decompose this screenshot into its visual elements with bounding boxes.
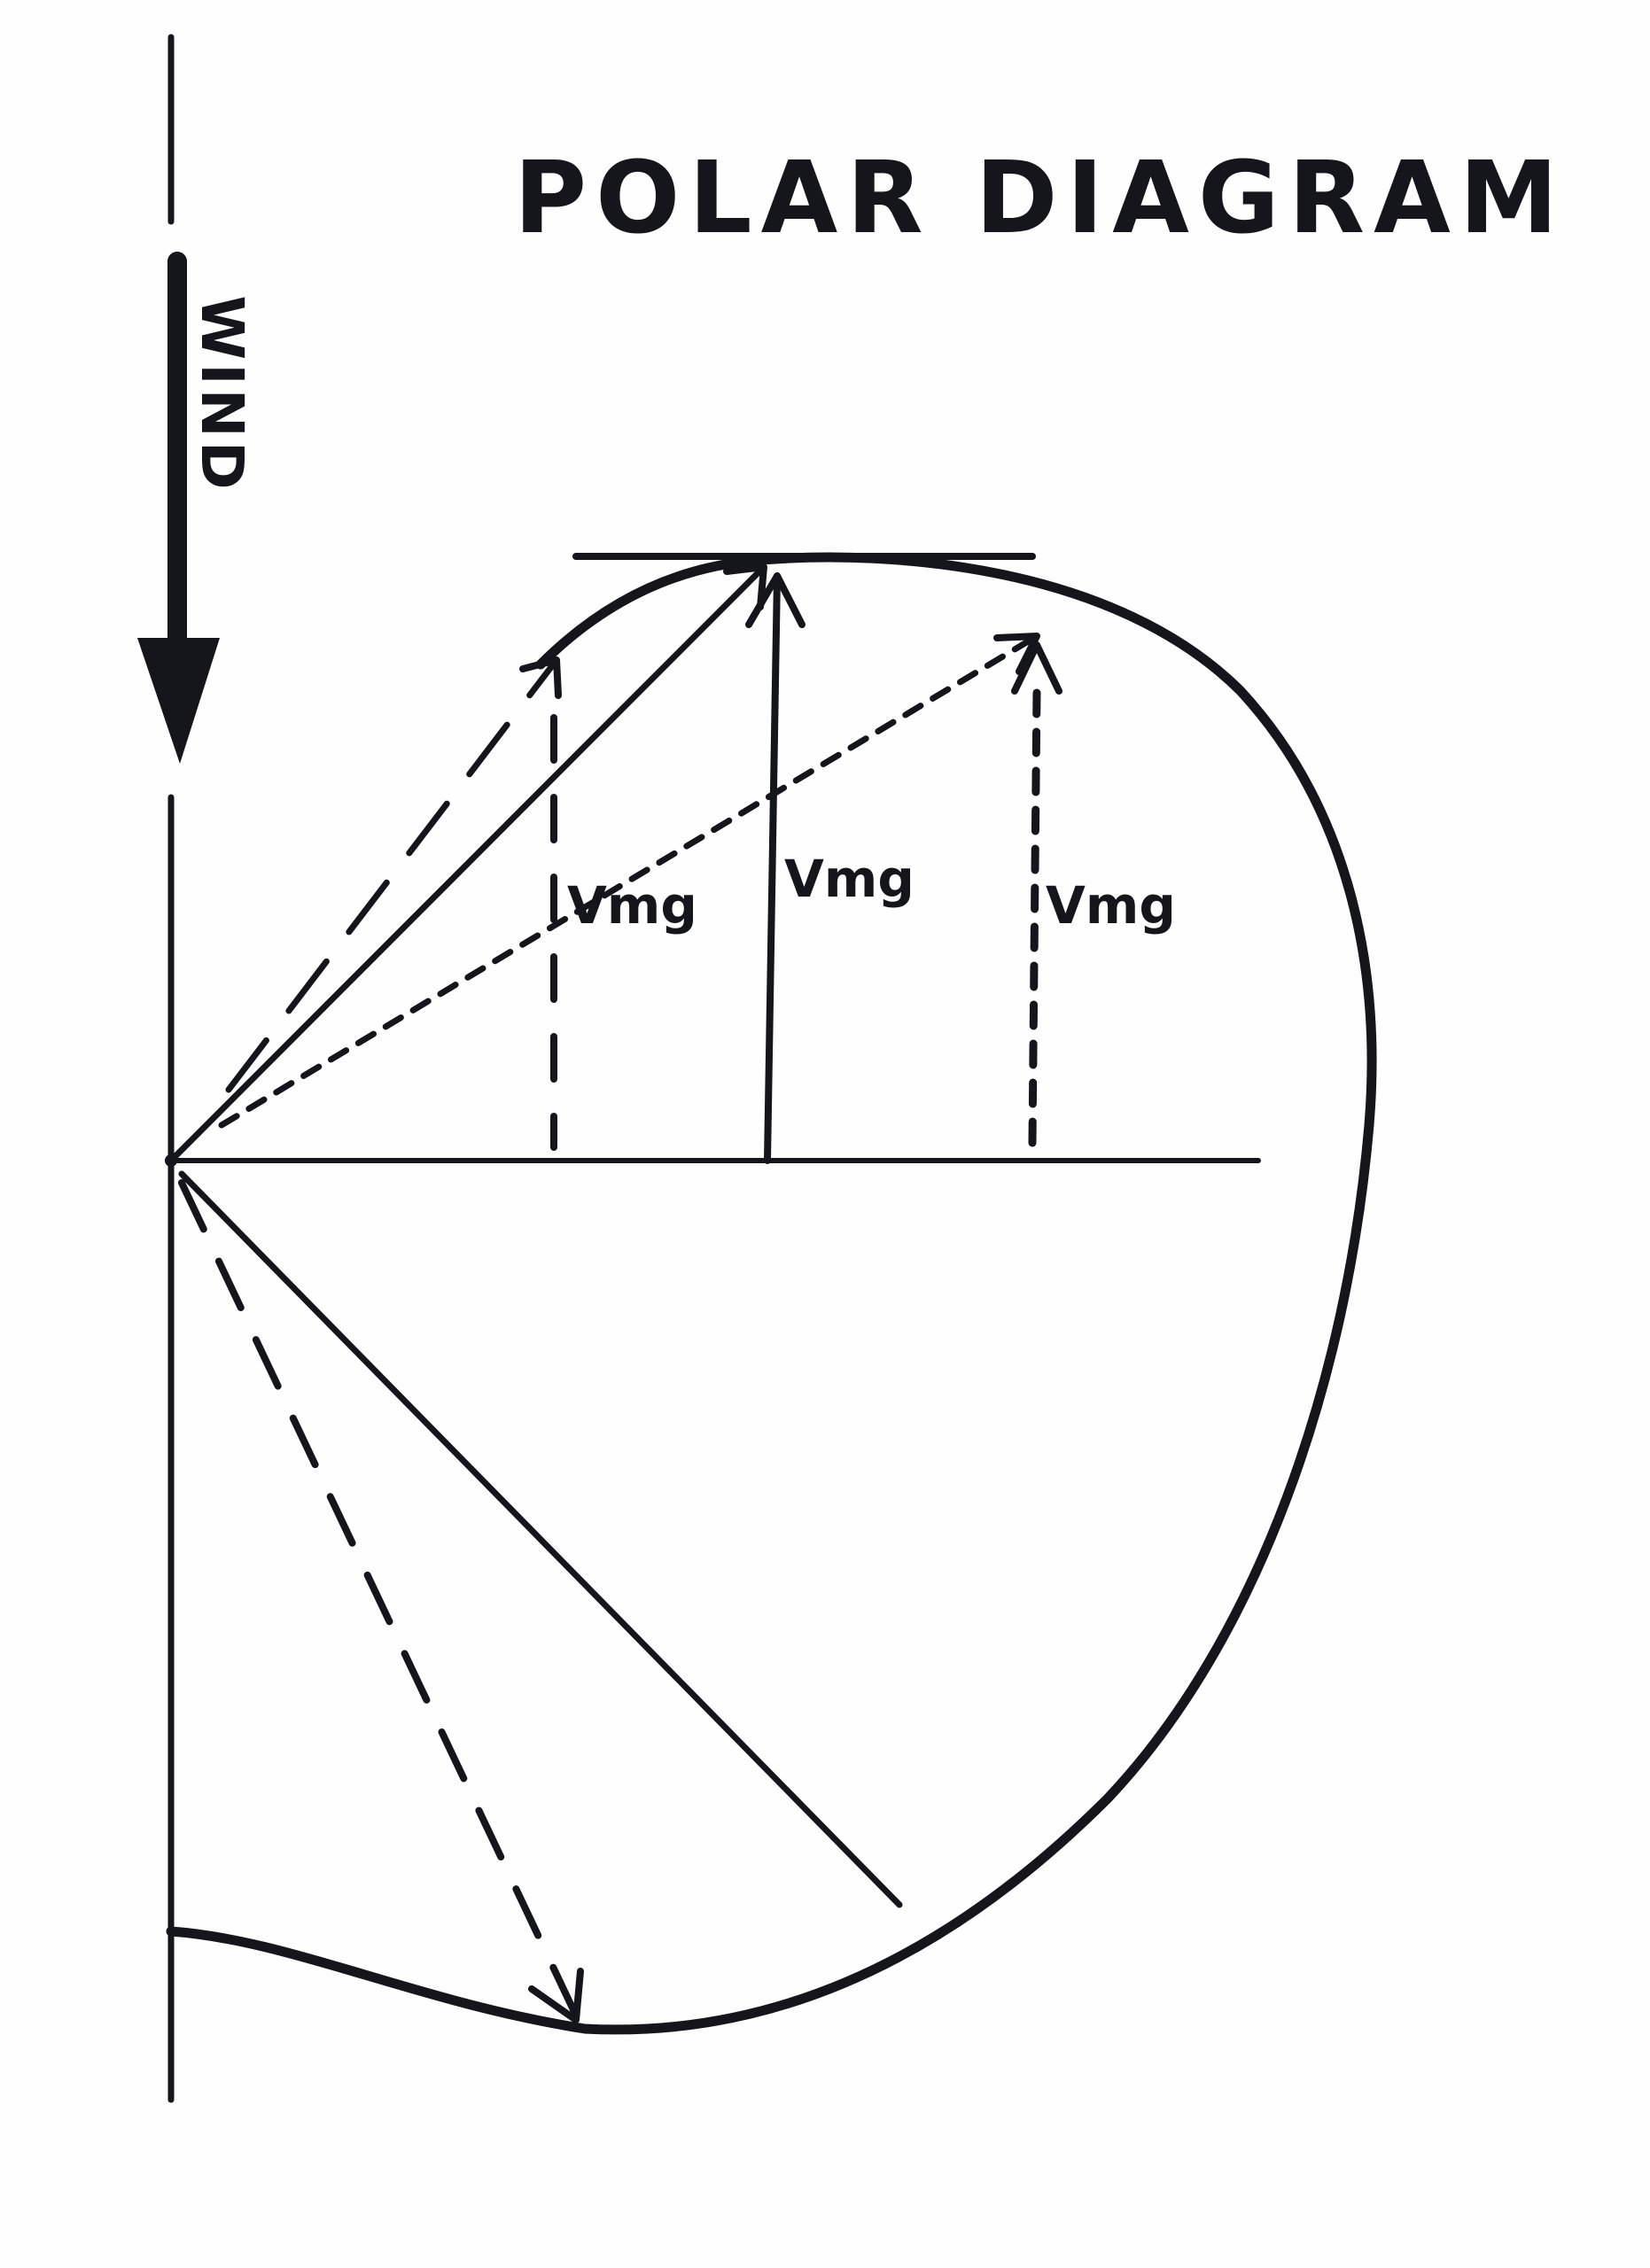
vmg-label-center: Vmg bbox=[784, 849, 915, 909]
close-hauled-vector bbox=[225, 656, 560, 1093]
reaching-vector-arrowhead bbox=[993, 633, 1040, 675]
wind-label: WIND bbox=[188, 295, 256, 493]
polar-curve bbox=[166, 552, 1377, 2035]
downwind-dashed-vector-arrowhead bbox=[528, 1968, 584, 2023]
vmg-solid-center bbox=[764, 572, 781, 1164]
vmg-label-right: Vmg bbox=[1046, 875, 1176, 936]
vmg-solid-center-arrowhead bbox=[745, 572, 806, 628]
vmg-dashed-right bbox=[1028, 687, 1041, 1147]
close-hauled-vector-arrowhead bbox=[519, 656, 562, 699]
vmg-dashed-right-arrowhead bbox=[1011, 641, 1062, 695]
wind-arrow-icon bbox=[137, 252, 220, 764]
diagram-title: POLAR DIAGRAM bbox=[514, 141, 1567, 256]
boat-speed-vector bbox=[167, 563, 767, 1164]
boat-speed-vector-arrowhead bbox=[723, 563, 767, 610]
vmg-label-left: Vmg bbox=[567, 875, 697, 936]
reaching-vector bbox=[218, 633, 1040, 1129]
downwind-dashed-vector bbox=[178, 1179, 580, 2019]
downwind-line bbox=[178, 1170, 903, 1908]
